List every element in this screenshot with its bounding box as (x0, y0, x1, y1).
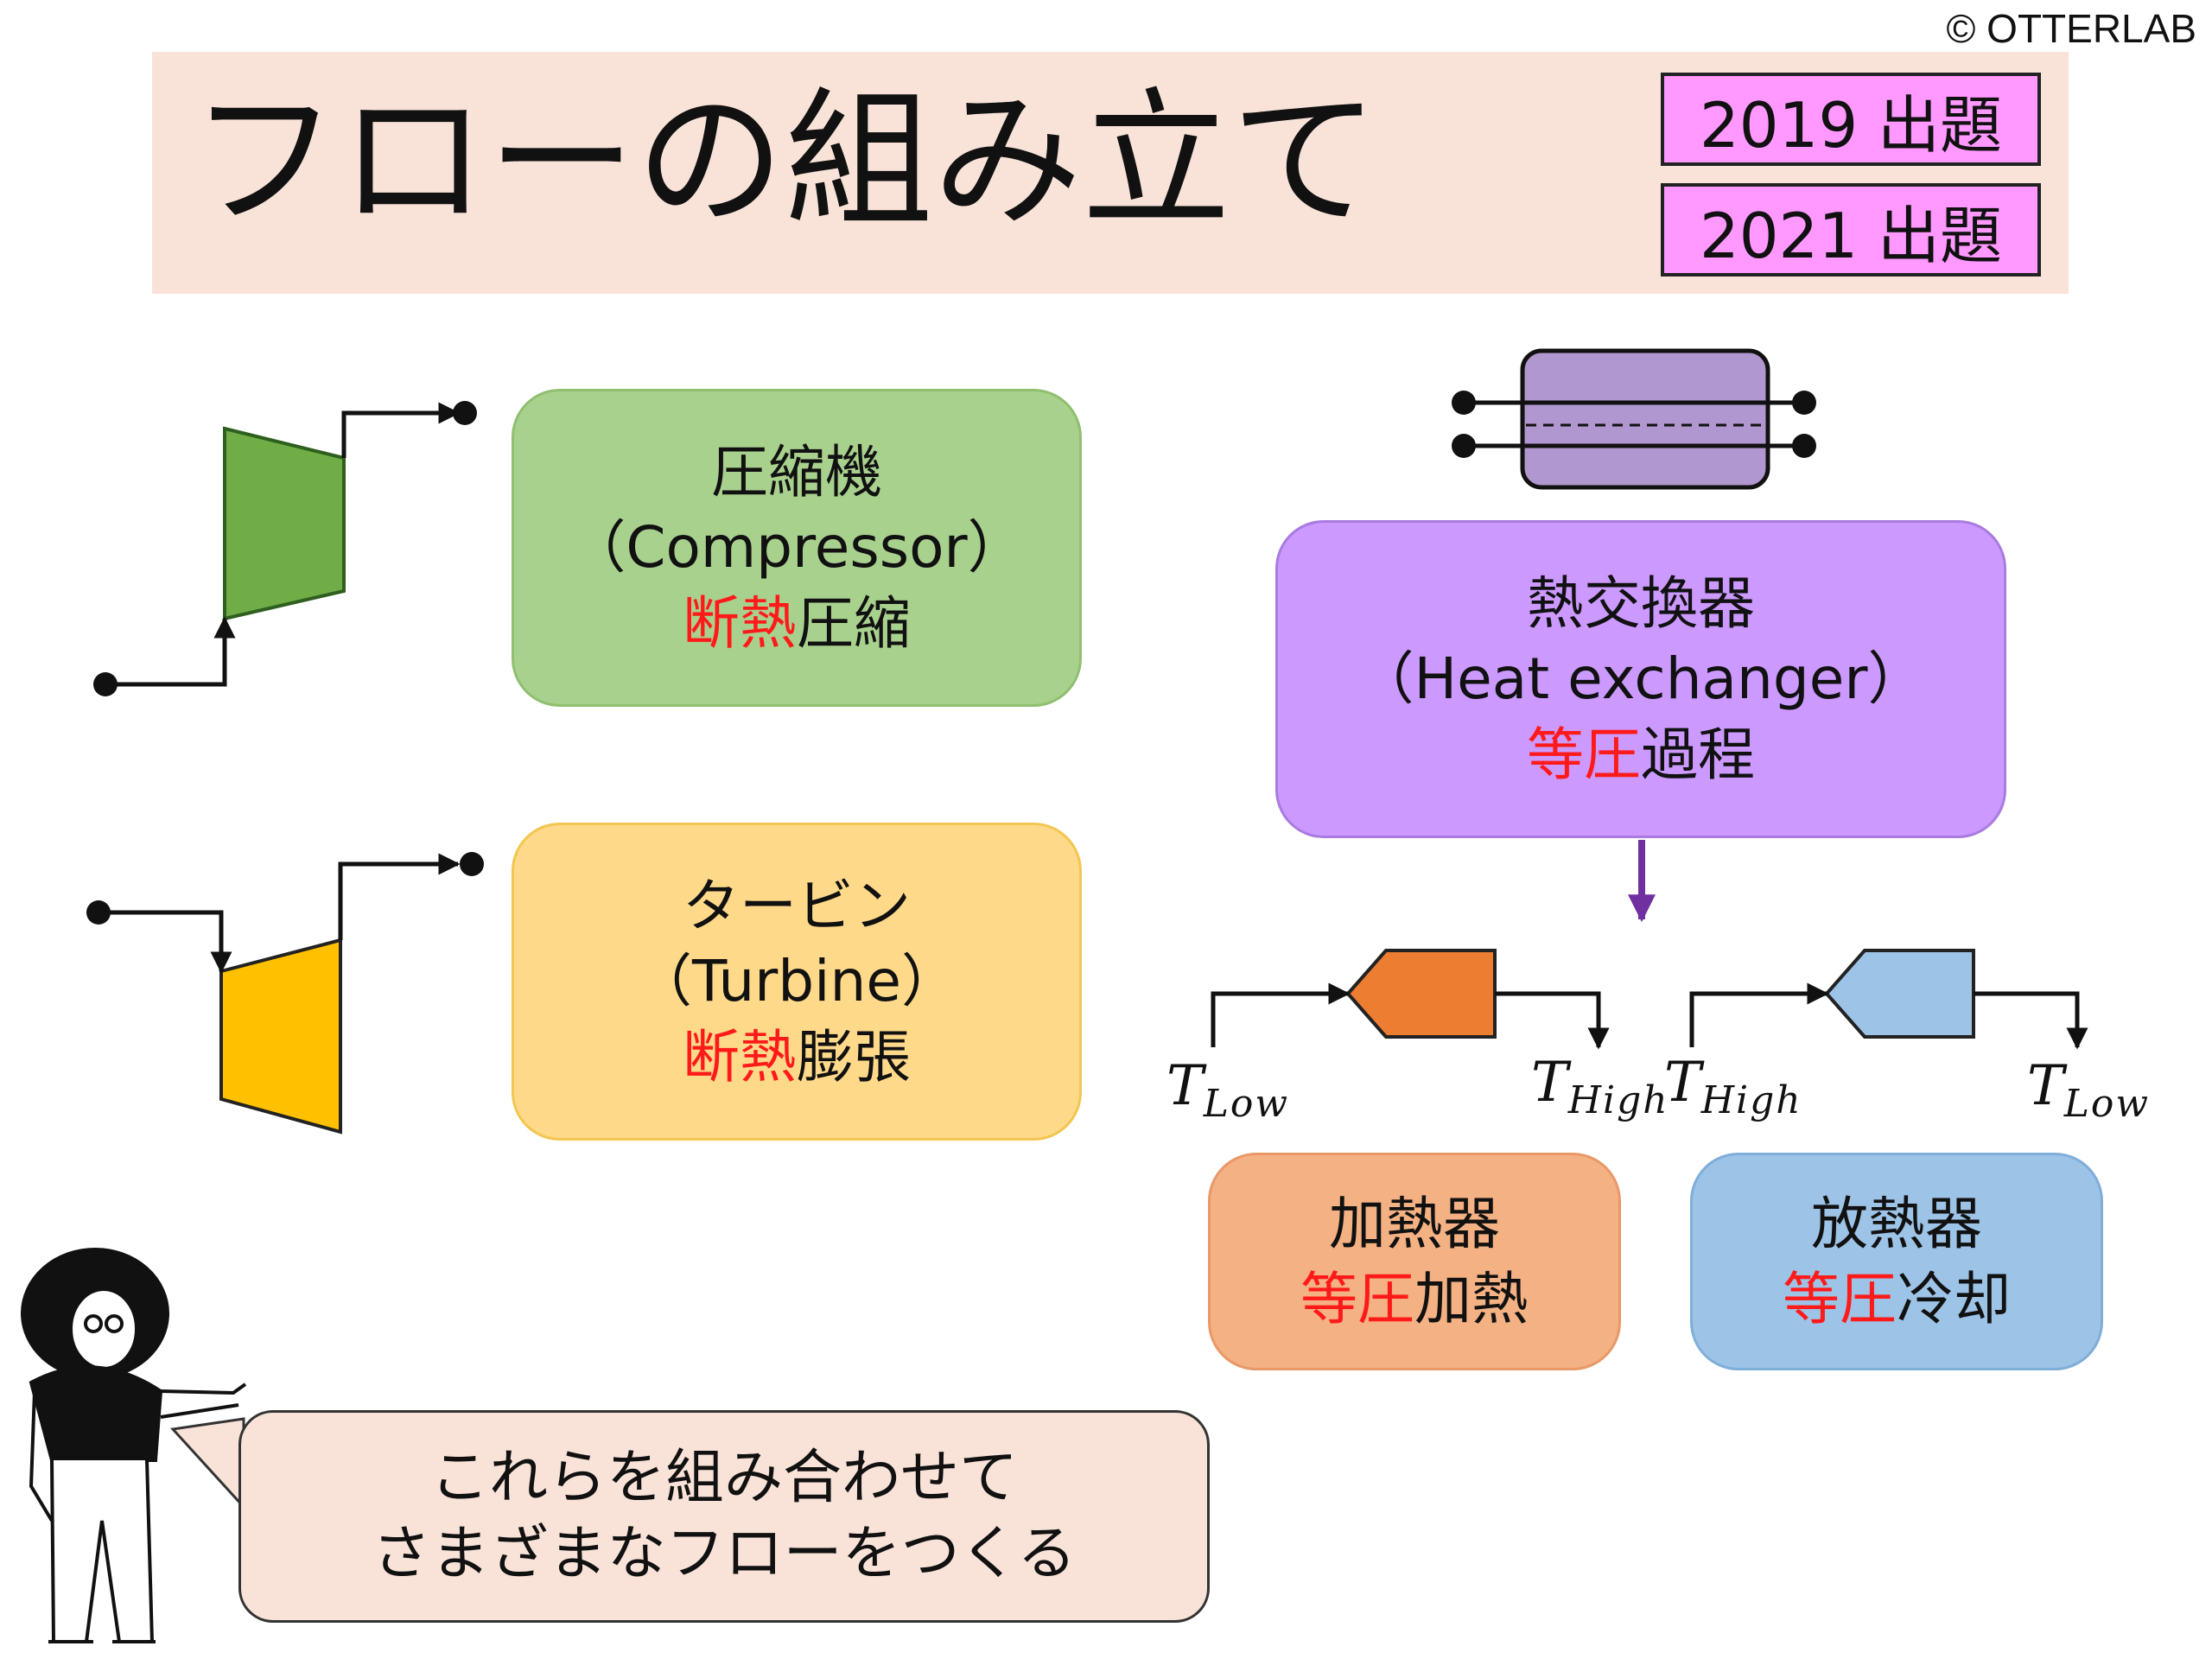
turbine-process-red: 断熱 (683, 1023, 797, 1090)
heat-exchanger-name: 熱交換器 (1527, 570, 1755, 638)
heat-exchanger-process-red: 等圧 (1527, 721, 1641, 788)
cooler-name: 放熱器 (1811, 1190, 1982, 1257)
compressor-process-red: 断熱 (683, 589, 797, 657)
heater-symbol (1211, 949, 1610, 1050)
heat-exchanger-card: 熱交換器 （Heat exchanger） 等圧過程 (1275, 520, 2006, 838)
turbine-symbol (86, 852, 484, 1135)
badge-2021: 2021 出題 (1661, 183, 2041, 276)
turbine-card: タービン （Turbine） 断熱膨張 (512, 823, 1082, 1141)
heater-process: 等圧加熱 (1300, 1262, 1529, 1337)
heat-exchanger-process-black: 過程 (1641, 721, 1755, 788)
cooler-process-black: 冷却 (1897, 1266, 2011, 1332)
cooler-symbol (1689, 949, 2088, 1050)
compressor-process-black: 圧縮 (797, 589, 911, 657)
cooler-card: 放熱器 等圧冷却 (1690, 1153, 2103, 1370)
turbine-english: （Turbine） (635, 948, 958, 1015)
turbine-process: 断熱膨張 (683, 1020, 911, 1095)
compressor-card: 圧縮機 （Compressor） 断熱圧縮 (512, 389, 1082, 707)
cooler-inlet-temp-label: THigh (1664, 1051, 1802, 1122)
copyright-text: © OTTERLAB (1946, 6, 2197, 51)
presenter-illustration (21, 1248, 247, 1643)
cooler-process-red: 等圧 (1783, 1266, 1897, 1332)
heat-exchanger-english: （Heat exchanger） (1357, 645, 1925, 713)
heater-process-red: 等圧 (1300, 1266, 1414, 1332)
compressor-symbol (93, 401, 477, 696)
speech-bubble: これらを組み合わせて さまざまなフローをつくる (238, 1410, 1210, 1623)
turbine-process-black: 膨張 (797, 1023, 911, 1090)
heater-inlet-temp-label: TLow (1166, 1054, 1290, 1126)
heater-card: 加熱器 等圧加熱 (1208, 1153, 1621, 1370)
heater-outlet-temp-label: THigh (1531, 1051, 1669, 1122)
heater-name: 加熱器 (1329, 1190, 1500, 1257)
compressor-name: 圧縮機 (711, 439, 882, 506)
heat-exchanger-symbol (1452, 348, 1816, 490)
page-title: フローの組み立て (190, 73, 1379, 247)
cooler-process: 等圧冷却 (1783, 1262, 2011, 1337)
cooler-outlet-temp-label: TLow (2027, 1054, 2151, 1126)
compressor-process: 断熱圧縮 (683, 586, 911, 661)
turbine-name: タービン (683, 873, 911, 940)
compressor-english: （Compressor） (569, 514, 1025, 582)
speech-line-1: これらを組み合わせて (429, 1443, 1018, 1512)
speech-line-2: さまざまなフローをつくる (372, 1520, 1077, 1588)
badge-2019: 2019 出題 (1661, 73, 2041, 166)
heater-process-black: 加熱 (1414, 1266, 1529, 1332)
heat-exchanger-process: 等圧過程 (1527, 717, 1755, 792)
